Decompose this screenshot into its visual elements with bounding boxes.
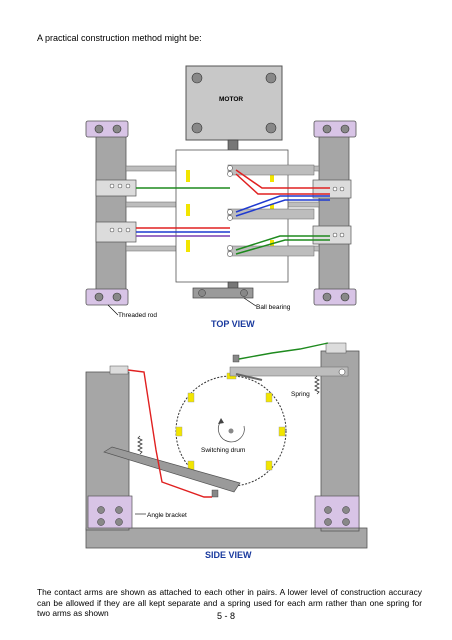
- top-view-title: TOP VIEW: [211, 319, 255, 329]
- side-view-title: SIDE VIEW: [205, 550, 252, 560]
- ball-bearing-label: Ball bearing: [256, 304, 291, 311]
- spring-label: Spring: [291, 391, 310, 398]
- body-paragraph: The contact arms are shown as attached t…: [37, 587, 422, 618]
- page-number: 5 - 8: [216, 611, 235, 621]
- intro-text: A practical construction method might be…: [37, 33, 202, 43]
- threaded-rod-label: Threaded rod: [118, 312, 157, 319]
- angle-bracket-label: Angle bracket: [147, 512, 187, 519]
- side-view: Switching drum Spring Angle bracket SIDE…: [85, 342, 368, 560]
- switching-drum-label: Switching drum: [201, 447, 245, 454]
- motor: MOTOR: [185, 65, 283, 141]
- top-view: MOTOR: [85, 65, 357, 329]
- motor-label: MOTOR: [219, 96, 243, 103]
